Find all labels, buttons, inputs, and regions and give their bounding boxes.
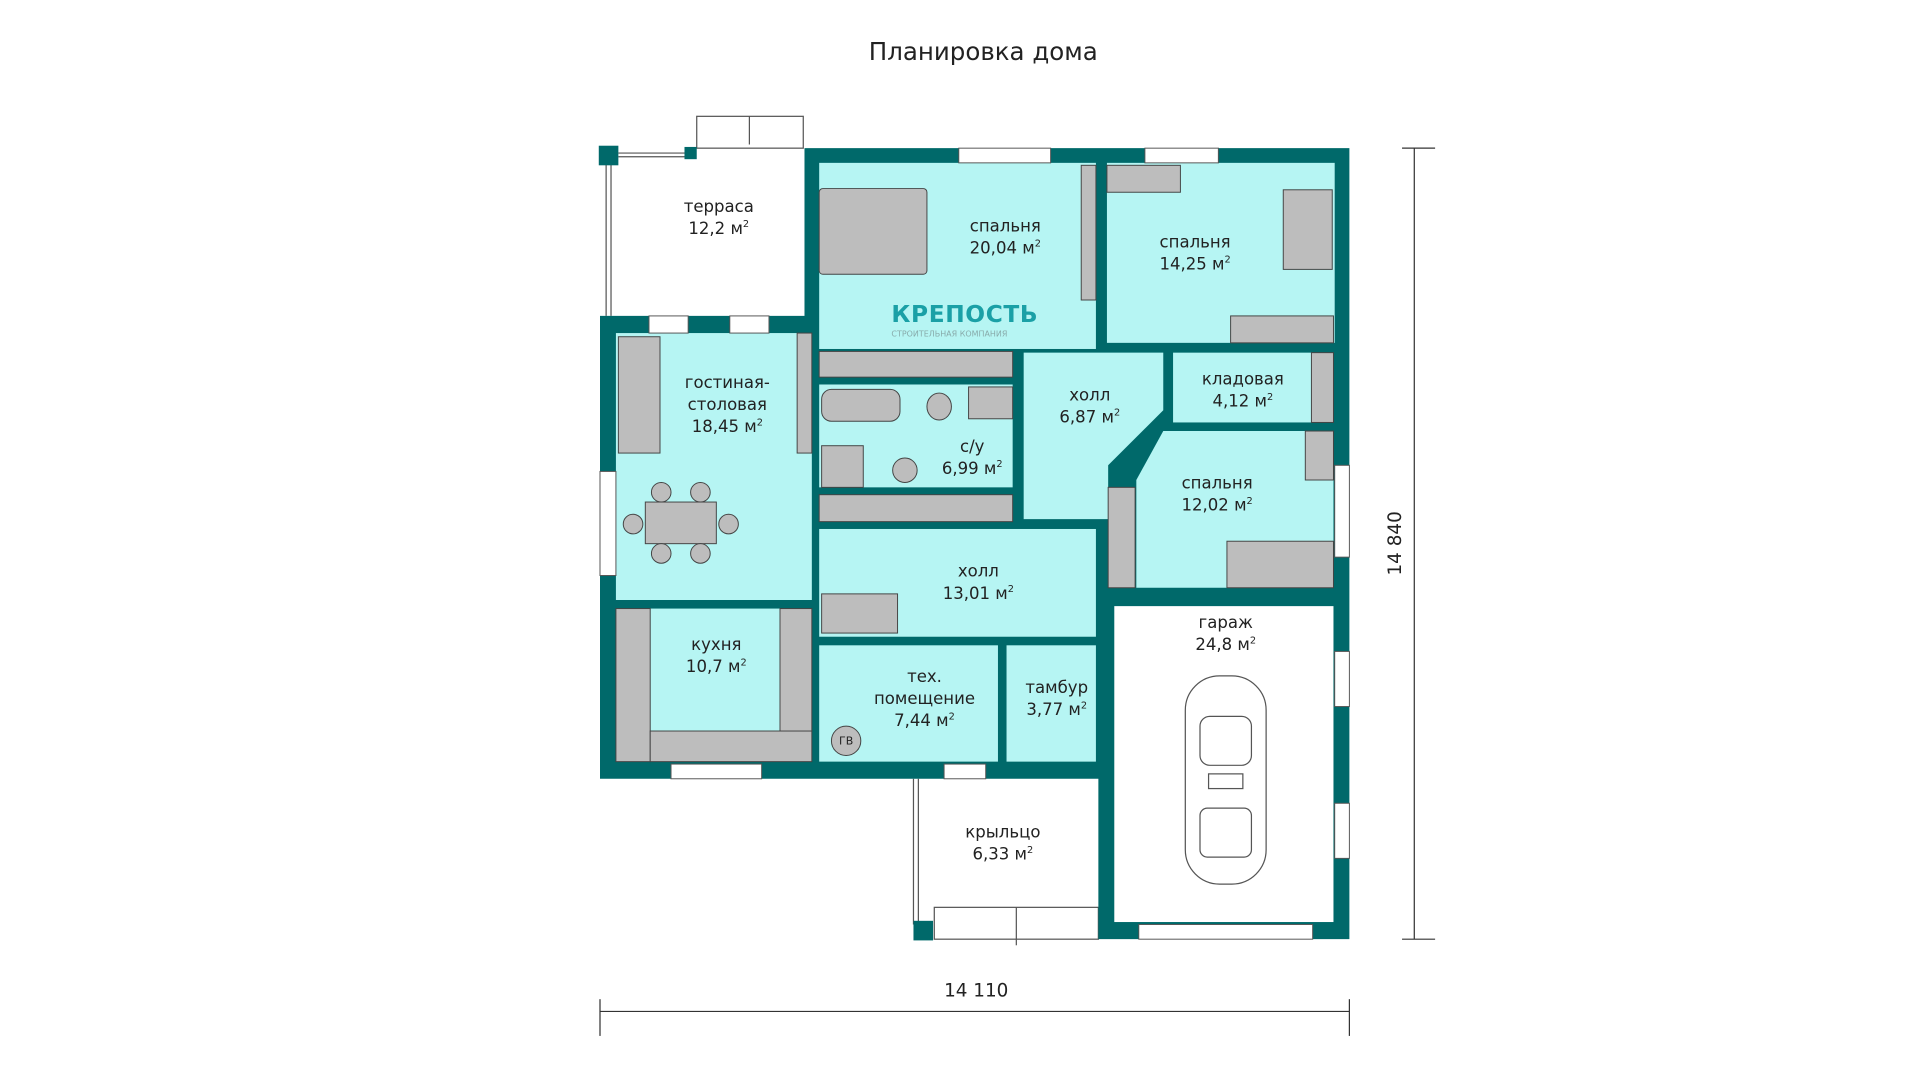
logo-name: КРЕПОСТЬ bbox=[891, 301, 1039, 329]
company-logo: КРЕПОСТЬ СТРОИТЕЛЬНАЯ КОМПАНИЯ bbox=[891, 301, 1038, 340]
height-dimension: 14 840 bbox=[1383, 511, 1406, 576]
car-icon bbox=[1184, 675, 1267, 885]
width-dimension: 14 110 bbox=[944, 979, 1009, 1002]
page-title: Планировка дома bbox=[868, 36, 1098, 67]
logo-subtitle: СТРОИТЕЛЬНАЯ КОМПАНИЯ bbox=[891, 329, 1008, 340]
boiler-label: ГВ bbox=[838, 735, 854, 749]
